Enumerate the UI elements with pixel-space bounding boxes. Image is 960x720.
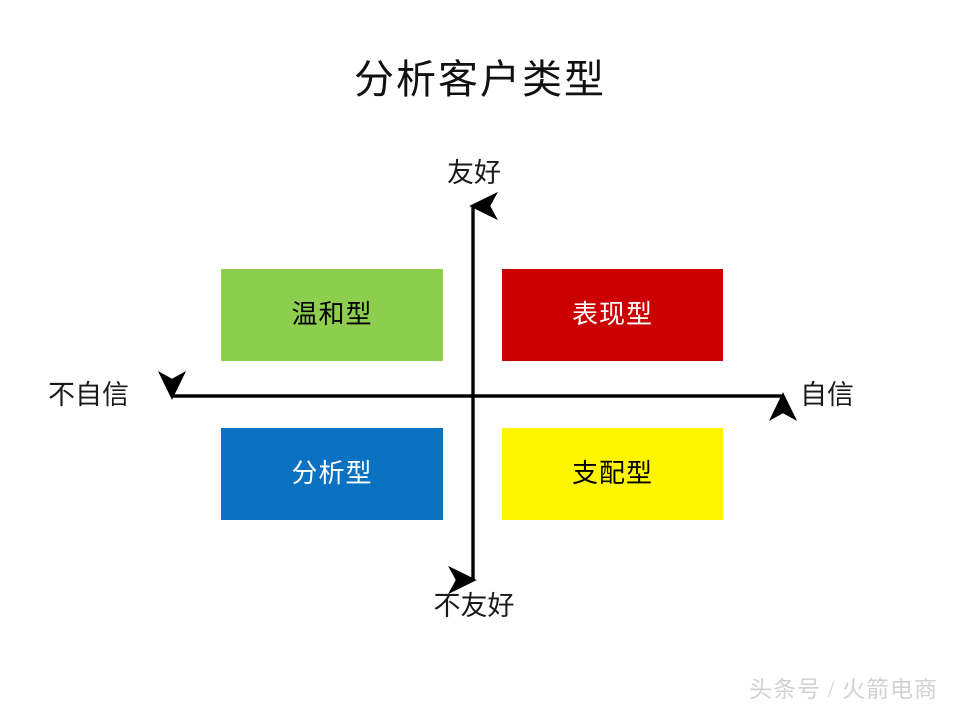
axis-label-confident: 自信	[800, 380, 854, 410]
axis-label-friendly: 友好	[447, 158, 501, 188]
page-title: 分析客户类型	[354, 57, 606, 102]
axis-label-not-confident: 不自信	[48, 380, 129, 410]
quadrant-box-driver: 支配型	[502, 428, 723, 520]
quadrant-box-expressive: 表现型	[502, 269, 723, 361]
quadrant-box-amiable: 温和型	[221, 269, 443, 361]
axis-label-unfriendly: 不友好	[433, 591, 515, 621]
watermark: 头条号 / 火箭电商	[749, 677, 938, 702]
quadrant-box-analytical: 分析型	[221, 428, 443, 520]
